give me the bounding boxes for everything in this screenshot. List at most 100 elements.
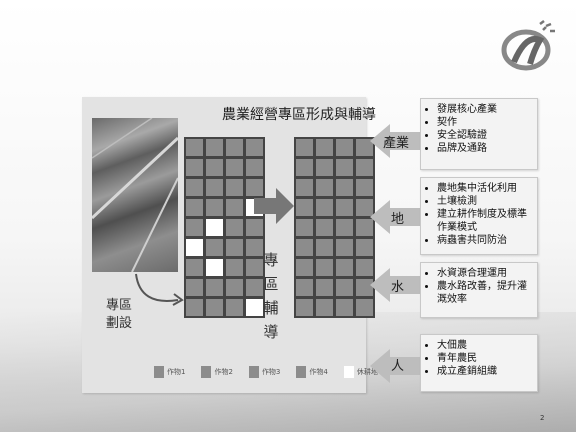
crop-cell (186, 139, 203, 156)
crop-cell (296, 299, 313, 316)
crop-cell (206, 299, 223, 316)
aerial-photo (92, 118, 178, 272)
list-item: 契作 (437, 116, 531, 129)
left-arrow-icon (370, 200, 428, 234)
left-arrow-icon (370, 124, 428, 158)
list-item: 病蟲害共同防治 (437, 234, 531, 247)
grid-before (184, 137, 265, 318)
crop-cell (246, 279, 263, 296)
curved-arrow-icon (135, 273, 184, 306)
crop-cell (316, 159, 333, 176)
fallow-cell (206, 259, 223, 276)
crop-cell (296, 239, 313, 256)
crop-cell (186, 219, 203, 236)
legend-swatch (154, 366, 164, 378)
crop-cell (316, 299, 333, 316)
crop-cell (226, 139, 243, 156)
crop-cell (226, 159, 243, 176)
zone-label: 專區 劃設 (105, 298, 132, 331)
crop-cell (246, 219, 263, 236)
crop-cell (336, 199, 353, 216)
crop-cell (336, 299, 353, 316)
list-item: 大佃農 (437, 339, 531, 352)
legend-item: 休耕地 (343, 366, 378, 378)
crop-cell (186, 199, 203, 216)
crop-cell (206, 139, 223, 156)
fallow-cell (206, 219, 223, 236)
zone-coaching-label: 專 區 輔 導 (263, 251, 279, 341)
crop-cell (356, 279, 373, 296)
list-item: 農地集中活化利用 (437, 182, 531, 195)
crop-cell (186, 279, 203, 296)
legend-swatch (296, 366, 307, 378)
right-arrow-icon (254, 188, 294, 224)
crop-cell (206, 279, 223, 296)
crop-cell (356, 199, 373, 216)
logo-icon (501, 20, 555, 71)
legend-swatch (343, 366, 354, 378)
crop-cell (356, 179, 373, 196)
crop-cell (336, 239, 353, 256)
crop-cell (296, 139, 313, 156)
category-label-land: 地 (391, 212, 405, 227)
left-arrow-icon (370, 268, 428, 302)
crop-cell (226, 219, 243, 236)
crop-cell (226, 259, 243, 276)
category-label-people: 人 (391, 359, 405, 374)
crop-cell (356, 259, 373, 276)
list-item: 建立耕作制度及標準作業模式 (437, 208, 531, 234)
crop-cell (246, 179, 263, 196)
crop-cell (186, 179, 203, 196)
crop-cell (296, 279, 313, 296)
category-label-water: 水 (391, 280, 405, 295)
crop-cell (336, 219, 353, 236)
legend-item: 作物3 (248, 366, 280, 378)
crop-cell (356, 219, 373, 236)
crop-cell (356, 239, 373, 256)
crop-cell (356, 159, 373, 176)
fallow-cell (186, 239, 203, 256)
crop-cell (316, 259, 333, 276)
crop-cell (186, 259, 203, 276)
crop-cell (316, 179, 333, 196)
crop-cell (186, 299, 203, 316)
left-arrow-icon (370, 349, 428, 383)
crop-cell (246, 259, 263, 276)
crop-cell (316, 219, 333, 236)
legend-swatch (248, 366, 259, 378)
crop-cell (206, 179, 223, 196)
crop-cell (356, 139, 373, 156)
legend-item: 作物4 (296, 366, 328, 378)
category-label-industry: 產業 (383, 136, 410, 151)
crop-cell (226, 179, 243, 196)
crop-cell (336, 259, 353, 276)
crop-cell (226, 199, 243, 216)
crop-cell (206, 239, 223, 256)
crop-cell (246, 139, 263, 156)
crop-cell (206, 159, 223, 176)
legend-item: 作物2 (201, 366, 233, 378)
legend: 作物1 作物2 作物3 作物4 休耕地 (154, 366, 378, 378)
legend-swatch (201, 366, 212, 378)
crop-cell (246, 159, 263, 176)
crop-cell (186, 159, 203, 176)
crop-cell (356, 299, 373, 316)
list-item: 品牌及通路 (437, 142, 531, 155)
crop-cell (316, 279, 333, 296)
crop-cell (316, 139, 333, 156)
crop-cell (226, 239, 243, 256)
crop-cell (246, 239, 263, 256)
crop-cell (296, 159, 313, 176)
crop-cell (316, 239, 333, 256)
crop-cell (296, 199, 313, 216)
list-item: 發展核心產業 (437, 103, 531, 116)
fallow-cell (246, 299, 263, 316)
people-box: 大佃農 青年農民 成立產銷組織 (420, 334, 538, 392)
crop-cell (206, 199, 223, 216)
crop-cell (296, 219, 313, 236)
crop-cell (296, 179, 313, 196)
list-item: 安全認驗證 (437, 129, 531, 142)
list-item: 土壤檢測 (437, 195, 531, 208)
water-box: 水資源合理運用 農水路改善，提升灌溉效率 (420, 262, 538, 318)
list-item: 青年農民 (437, 352, 531, 365)
